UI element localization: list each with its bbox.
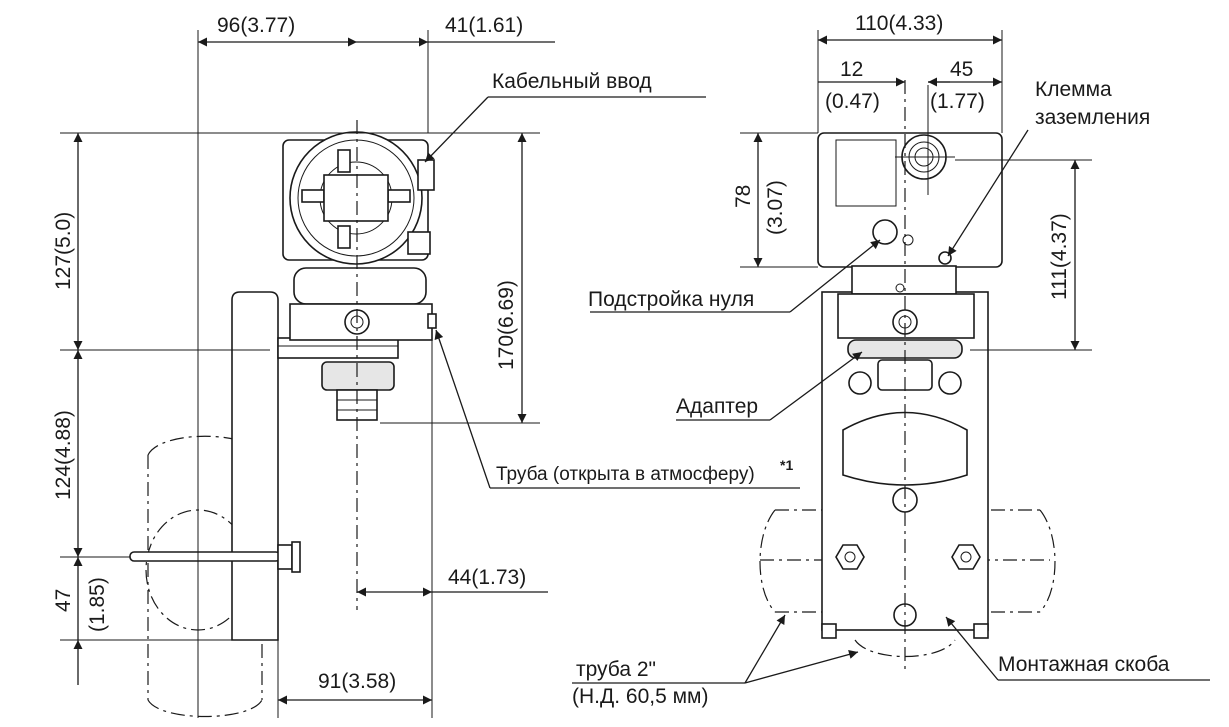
dim-96: 96(3.77) bbox=[217, 14, 295, 37]
label-adapter: Адаптер bbox=[676, 395, 758, 418]
label-cable-entry: Кабельный ввод bbox=[492, 70, 652, 93]
dim-12: 12 bbox=[840, 58, 863, 81]
right-view: 110(4.33) 12 (0.47) 45 (1.77) 78 (3.07) … bbox=[572, 12, 1210, 708]
label-pipe-a: труба 2" bbox=[576, 658, 656, 681]
label-ground-b: заземления bbox=[1035, 106, 1150, 129]
dim-110: 110(4.33) bbox=[855, 12, 943, 35]
dim-91: 91(3.58) bbox=[318, 670, 396, 693]
dim-41: 41(1.61) bbox=[445, 14, 523, 37]
dim-78: 78 bbox=[732, 185, 755, 208]
dim-124: 124(4.88) bbox=[52, 410, 75, 500]
left-bracket bbox=[231, 291, 399, 641]
right-nut-left bbox=[835, 544, 865, 570]
dim-0-47: (0.47) bbox=[825, 90, 880, 113]
left-housing bbox=[282, 131, 437, 421]
dim-47: 47 bbox=[52, 589, 75, 612]
dim-1-77: (1.77) bbox=[930, 90, 985, 113]
dim-44: 44(1.73) bbox=[448, 566, 526, 589]
dim-45: 45 bbox=[950, 58, 973, 81]
label-bracket: Монтажная скоба bbox=[998, 653, 1170, 676]
label-zero-adj: Подстройка нуля bbox=[588, 288, 754, 311]
dim-170: 170(6.69) bbox=[495, 280, 518, 370]
dim-1-85: (1.85) bbox=[86, 577, 109, 632]
right-housing bbox=[817, 132, 1003, 391]
label-vent-pipe: Труба (открыта в атмосферу) bbox=[496, 464, 755, 485]
dim-127: 127(5.0) bbox=[52, 212, 75, 290]
right-nut-right bbox=[951, 544, 981, 570]
label-pipe-b: (Н.Д. 60,5 мм) bbox=[572, 685, 708, 708]
dim-3-07: (3.07) bbox=[764, 180, 787, 235]
label-ground-a: Клемма bbox=[1035, 78, 1112, 101]
label-vent-note: *1 bbox=[780, 457, 793, 473]
left-u-bolt bbox=[129, 541, 301, 573]
dim-111: 111(4.37) bbox=[1048, 213, 1071, 300]
left-view: 96(3.77) 41(1.61) 127(5.0) 124(4.88) 47 … bbox=[52, 14, 800, 718]
